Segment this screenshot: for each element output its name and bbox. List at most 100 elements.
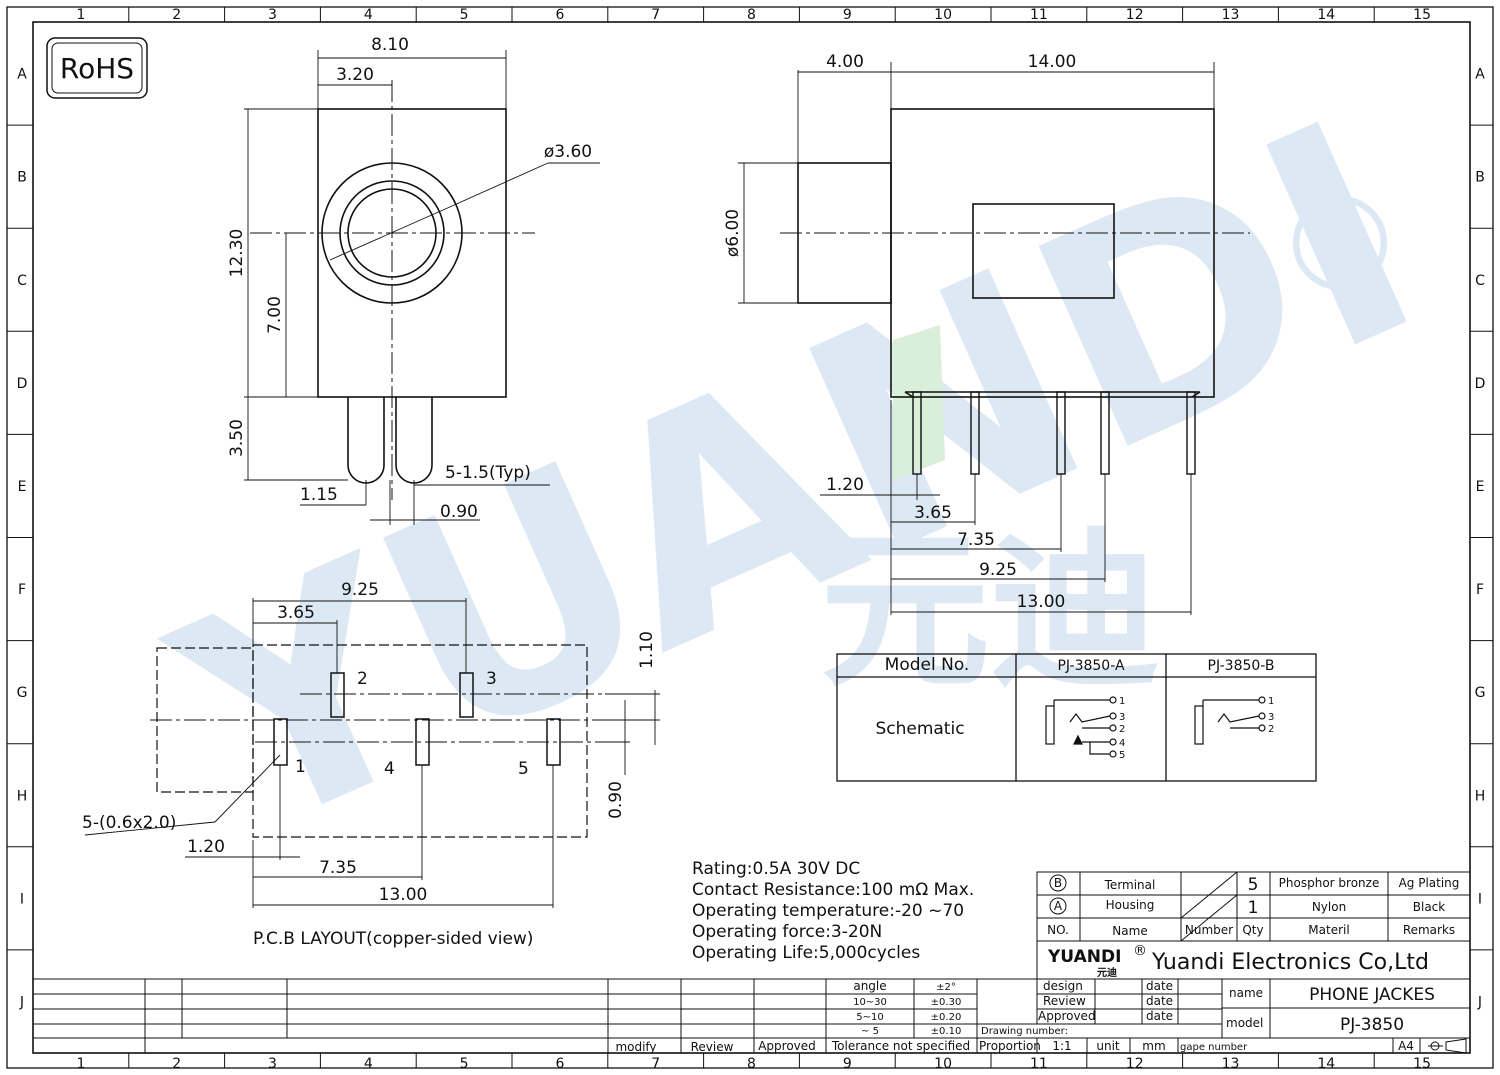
dim-body: 14.00 [1028,52,1077,72]
schematic-header-b: PJ-3850-B [1208,658,1275,674]
side-view-dim-text: 4.00 14.00 ø6.00 1.20 3.65 7.35 9.25 13.… [723,52,1076,612]
schematic-a-pin-5: 5 [1119,750,1125,761]
gape-number-label: gape number [1180,1042,1248,1053]
tol-range-2: 10~30 [853,997,887,1008]
review-label: Review [1043,994,1086,1008]
border-row-label: E [18,479,27,495]
border-col-label: 11 [1030,7,1048,23]
model-label: model [1226,1016,1263,1030]
border-col-label: 7 [651,7,660,23]
border-col-label: 13 [1222,7,1240,23]
watermark-green-leaf [893,325,945,480]
rohs-text: RoHS [60,52,134,85]
dim-side-1: 1.20 [826,475,864,495]
pcb-dimensions [84,598,660,908]
border-row-label: I [20,891,24,907]
pcb-caption: P.C.B LAYOUT(copper-sided view) [253,929,533,949]
border-row-label: C [1475,273,1485,289]
rev-review: Review [691,1040,734,1054]
dim-side-diameter: ø6.00 [723,209,743,257]
border-row-label: H [17,788,28,804]
border-row-label: F [18,582,26,598]
pcb-bottom-3: 13.00 [379,885,428,905]
schematic-table-text: Model No. PJ-3850-A PJ-3850-B Schematic [875,655,1274,739]
pcb-right-1: 1.10 [637,631,657,669]
schematic-row-label: Schematic [875,719,964,739]
border-row-label: J [19,994,24,1010]
schematic-b-symbol [1194,696,1266,745]
dim-side-5: 13.00 [1017,592,1066,612]
border-col-label: 9 [843,7,852,23]
bom-header-material: Materil [1308,923,1349,937]
border-col-label: 8 [747,7,756,23]
tol-value-4: ±0.10 [931,1026,962,1037]
border-col-label: 5 [460,7,469,23]
tolerance-block: angle ±2° 10~30 ±0.30 5~10 ±0.20 ~ 5 ±0.… [831,979,970,1053]
border-col-label: 4 [364,7,373,23]
company-logo-cn: 元迪 [1097,966,1117,979]
pcb-bottom-1: 1.20 [187,837,225,857]
dim-nose: 4.00 [826,52,864,72]
unit-label: unit [1096,1039,1120,1053]
border-col-label: 9 [843,1056,852,1072]
schematic-b-pin-2: 2 [1268,724,1274,735]
dim-width: 8.10 [371,35,409,55]
pcb-pin-5: 5 [518,759,529,779]
paper-size: A4 [1398,1039,1414,1053]
pcb-top-1: 9.25 [341,580,379,600]
pcb-bottom-2: 7.35 [319,858,357,878]
schematic-a-pin-2: 2 [1119,724,1125,735]
border-ticks [7,7,1493,1068]
date-label-1: date [1146,979,1173,993]
pcb-centerlines [150,693,605,743]
border-col-label: 5 [460,1056,469,1072]
schematic-a-pins: 1 3 2 4 5 [1119,696,1125,761]
schematic-header-model: Model No. [885,655,970,675]
border-row-label: B [1475,170,1485,186]
border-col-label: 13 [1222,1056,1240,1072]
border-col-label: 14 [1317,1056,1335,1072]
bom-qty-housing: 1 [1248,898,1259,918]
border-row-label: G [1475,685,1486,701]
bom-name-housing: Housing [1106,898,1155,912]
border-col-label: 3 [268,7,277,23]
schematic-a-pin-1: 1 [1119,696,1125,707]
border-col-label: 10 [934,1056,952,1072]
pcb-layout [156,644,588,838]
border-row-label: I [1478,891,1482,907]
tol-range-angle: angle [853,979,886,993]
watermark-registered: ® [1275,169,1405,321]
drawing-number-label: Drawing number: [981,1026,1068,1037]
rev-modify: modify [615,1040,656,1054]
pcb-right-2: 0.90 [606,781,626,819]
company-registered: ® [1133,943,1147,959]
bom-name-terminal: Terminal [1104,878,1156,892]
border-row-label: D [17,376,28,392]
front-view-dimensions [244,50,600,525]
border-col-label: 1 [76,7,85,23]
bom-header-name: Name [1112,924,1147,938]
bom-remarks-terminal: Ag Plating [1399,876,1460,890]
pcb-pin-1: 1 [295,757,306,777]
bom-material-terminal: Phosphor bronze [1279,876,1380,890]
schematic-b-pin-3: 3 [1268,712,1274,723]
border-col-label: 15 [1413,7,1431,23]
tol-range-3: 5~10 [856,1012,883,1023]
border-row-label: B [17,170,27,186]
border-col-label: 6 [555,7,564,23]
schematic-a-pin-4: 4 [1119,738,1125,749]
border-row-label: C [17,273,27,289]
pcb-pin-4: 4 [384,759,395,779]
bom-header-remarks: Remarks [1403,923,1455,937]
date-label-3: date [1146,1009,1173,1023]
rev-approved: Approved [758,1039,816,1053]
pcb-pin-3: 3 [486,669,497,689]
border-col-label: 14 [1317,7,1335,23]
spec-temperature: Operating temperature:-20 ~70 [692,901,964,921]
bom-no-a: A [1054,899,1063,913]
bom-qty-terminal: 5 [1248,875,1259,895]
unit-value: mm [1142,1039,1165,1053]
